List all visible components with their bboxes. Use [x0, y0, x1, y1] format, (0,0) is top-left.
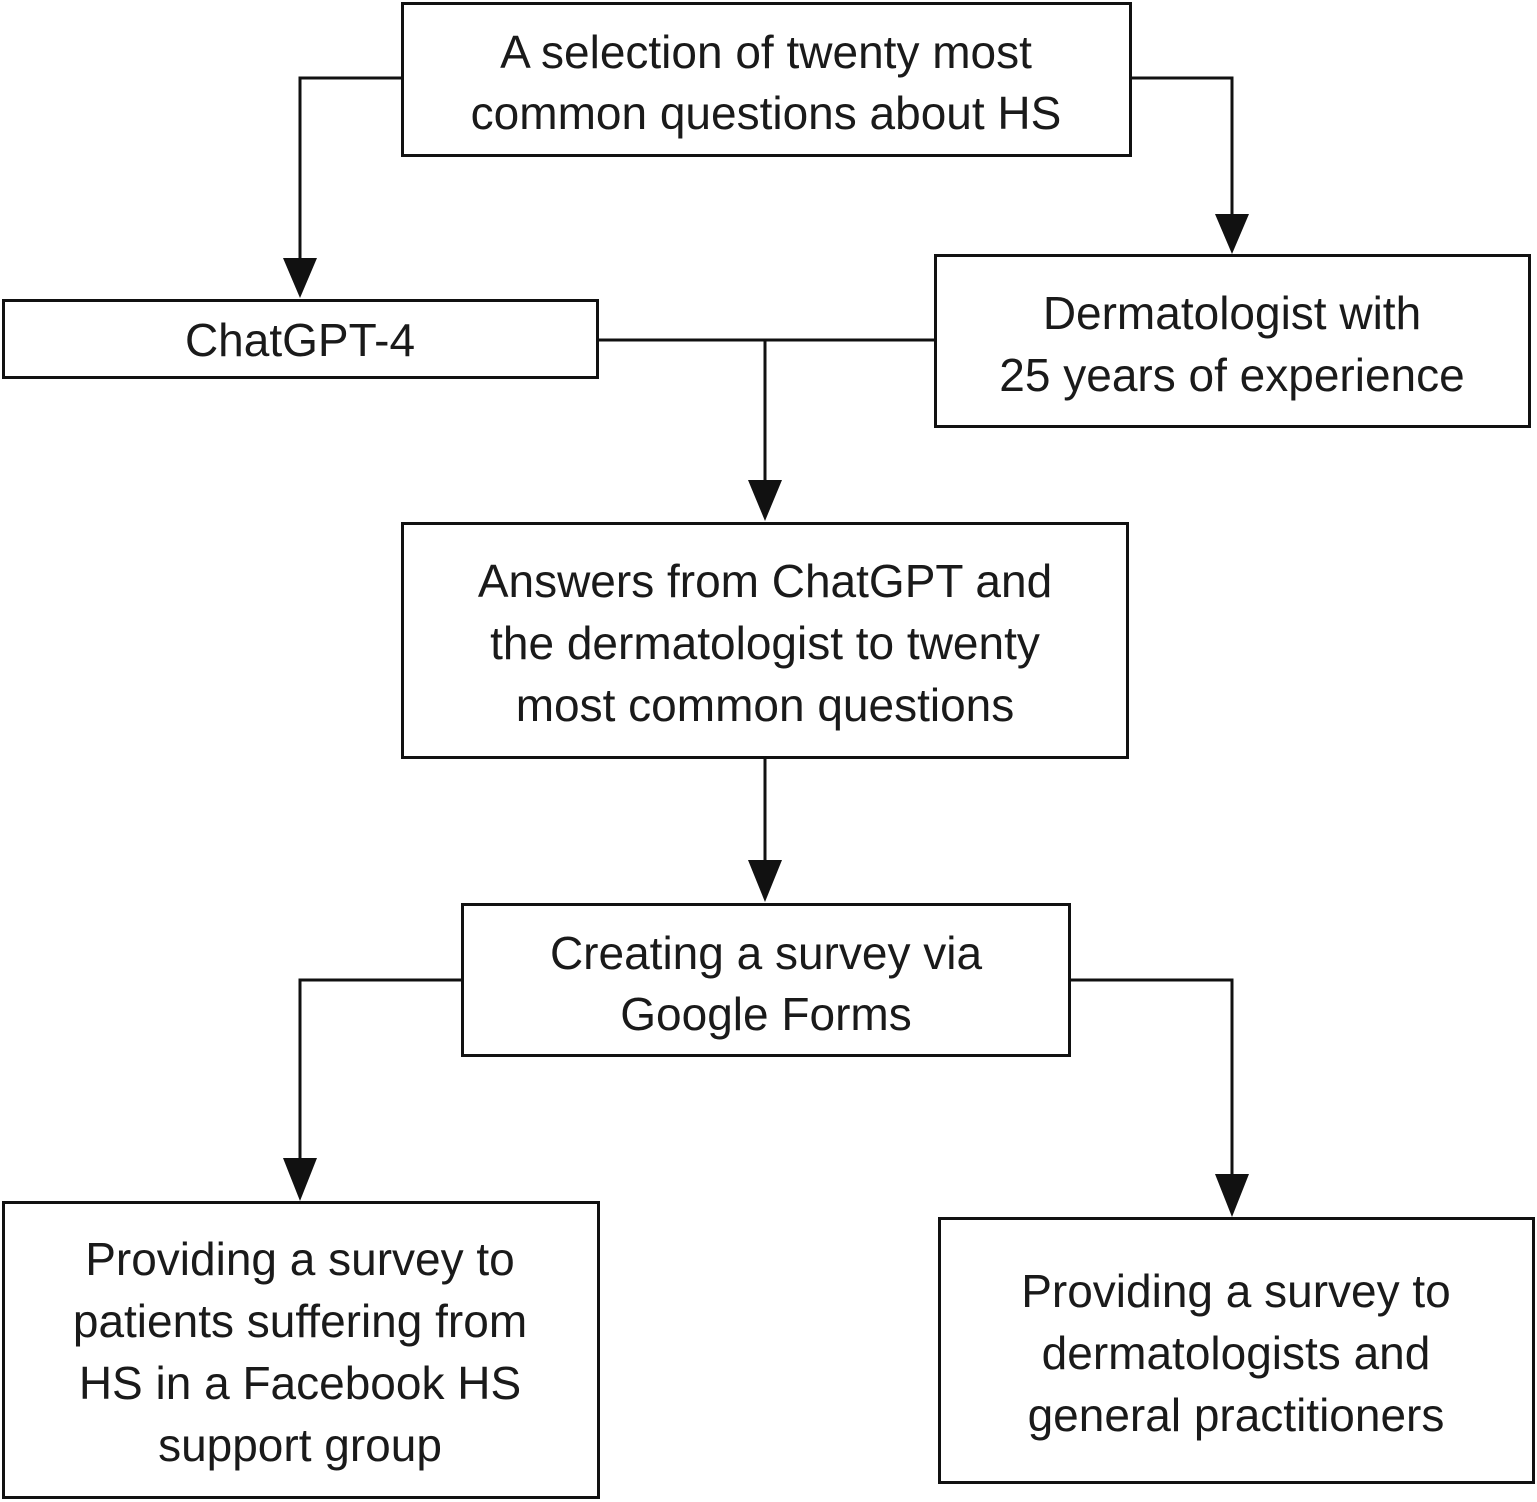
node-label-line: support group [158, 1419, 442, 1471]
node-label-line: dermatologists and [1042, 1327, 1431, 1379]
edge-survey-to-doctors [1070, 978, 1234, 1178]
arrowhead-to-answers [748, 480, 782, 521]
arrowhead-to-patients [283, 1158, 317, 1201]
node-box [938, 1217, 1535, 1484]
node-box [401, 2, 1132, 157]
node-box [2, 1201, 600, 1499]
node-label-line: common questions about HS [471, 87, 1062, 139]
node-label-line: A selection of twenty most [500, 26, 1032, 78]
edge-selection-to-chatgpt [298, 76, 401, 262]
node-doctors-survey: Providing a survey to dermatologists and… [938, 1217, 1535, 1484]
node-question-selection: A selection of twenty most common questi… [401, 2, 1132, 157]
node-patients-survey: Providing a survey to patients suffering… [2, 1201, 600, 1499]
arrowhead-to-survey [748, 860, 782, 902]
node-label-line: patients suffering from [73, 1295, 527, 1347]
node-label-line: Answers from ChatGPT and [478, 555, 1052, 607]
node-box [934, 254, 1531, 428]
arrowhead-to-chatgpt [283, 258, 317, 298]
node-label-line: HS in a Facebook HS [79, 1357, 521, 1409]
node-label-line: Providing a survey to [1021, 1265, 1451, 1317]
node-box [401, 522, 1129, 759]
node-label-line: Google Forms [620, 988, 911, 1040]
node-label-line: ChatGPT-4 [185, 314, 415, 366]
node-label-line: 25 years of experience [999, 349, 1464, 401]
arrowhead-to-doctors [1215, 1174, 1249, 1217]
node-box [461, 903, 1071, 1057]
node-label-line: most common questions [516, 679, 1015, 731]
node-label-line: the dermatologist to twenty [490, 617, 1040, 669]
node-label-line: Providing a survey to [85, 1233, 515, 1285]
node-label-line: Creating a survey via [550, 927, 982, 979]
node-answers: Answers from ChatGPT and the dermatologi… [401, 522, 1129, 759]
node-survey-creation: Creating a survey via Google Forms [461, 903, 1071, 1057]
node-chatgpt: ChatGPT-4 [2, 299, 599, 379]
edge-survey-to-patients [298, 978, 461, 1162]
arrowhead-to-dermatologist [1215, 214, 1249, 254]
node-label-line: general practitioners [1028, 1389, 1445, 1441]
node-label-line: Dermatologist with [1043, 287, 1421, 339]
edge-selection-to-dermatologist [1131, 76, 1234, 218]
node-box [2, 299, 599, 379]
node-dermatologist: Dermatologist with 25 years of experienc… [934, 254, 1531, 428]
